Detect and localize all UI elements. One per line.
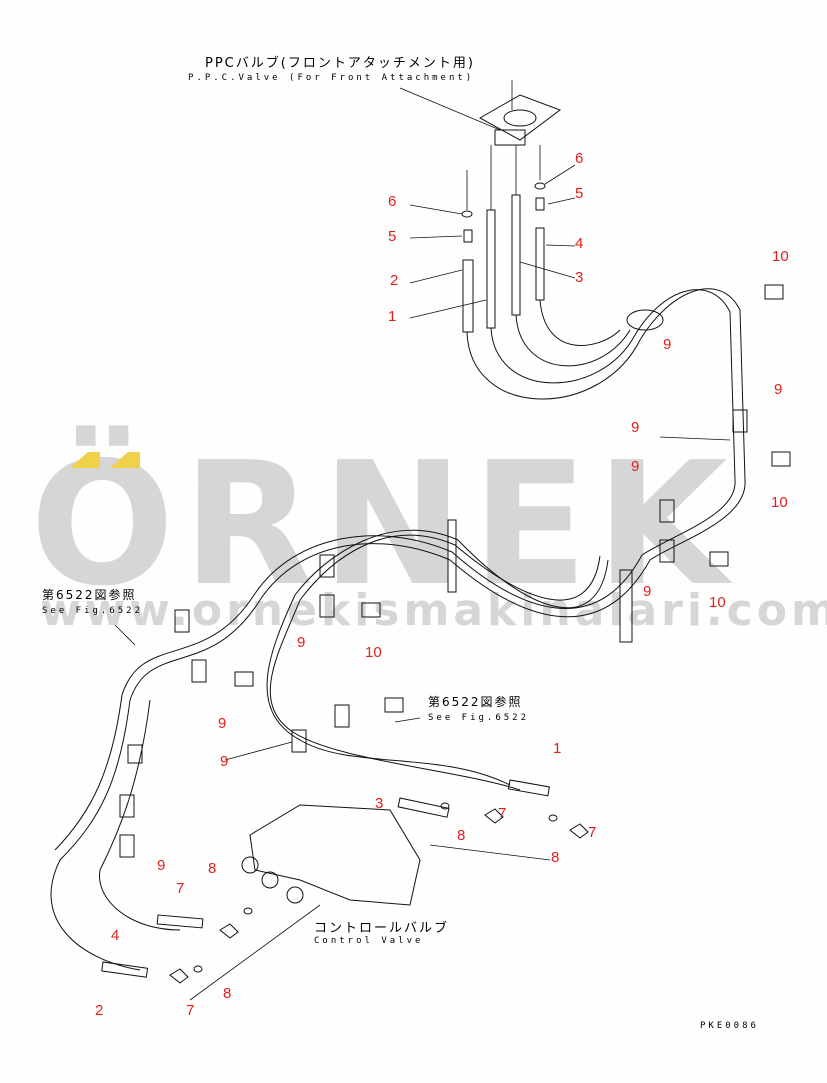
callout: 6 bbox=[388, 193, 396, 210]
control-valve bbox=[189, 804, 551, 1001]
callout: 4 bbox=[575, 235, 583, 252]
callout: 7 bbox=[176, 880, 184, 897]
callout: 9 bbox=[157, 857, 165, 874]
callout: 10 bbox=[365, 644, 382, 661]
callout: 3 bbox=[575, 269, 583, 286]
callout: 6 bbox=[575, 150, 583, 167]
callout: 4 bbox=[111, 927, 119, 944]
reference-jp: 第6522図参照 bbox=[42, 588, 137, 602]
bolts bbox=[127, 284, 791, 764]
callout: 9 bbox=[631, 458, 639, 475]
callout: 9 bbox=[643, 583, 651, 600]
callout: 8 bbox=[457, 827, 465, 844]
reference-en: See Fig.6522 bbox=[42, 606, 144, 616]
callout: 1 bbox=[553, 740, 561, 757]
callout: 2 bbox=[390, 272, 398, 289]
callout: 10 bbox=[771, 494, 788, 511]
callout: 3 bbox=[375, 795, 383, 812]
watermark-brand: ÖRNEK bbox=[30, 426, 736, 624]
callout-numbers: 6 5 2 1 6 5 4 3 10 9 9 9 9 10 9 10 10 9 … bbox=[95, 150, 789, 1019]
callout: 5 bbox=[388, 228, 396, 245]
callout: 9 bbox=[631, 419, 639, 436]
title-jp: PPCバルブ(フロントアタッチメント用) bbox=[205, 56, 475, 71]
callout: 8 bbox=[223, 985, 231, 1002]
leader-lines bbox=[114, 164, 731, 761]
callout: 9 bbox=[774, 381, 782, 398]
drawing-code: PKE0086 bbox=[700, 1021, 759, 1031]
callout: 8 bbox=[551, 849, 559, 866]
yellow-accent-marks bbox=[70, 452, 140, 468]
callout: 7 bbox=[498, 805, 506, 822]
callout: 1 bbox=[388, 308, 396, 325]
bottom-fittings bbox=[101, 779, 589, 984]
callout: 7 bbox=[588, 824, 596, 841]
callout: 10 bbox=[772, 248, 789, 265]
callout: 5 bbox=[575, 185, 583, 202]
title-en: P.P.C.Valve (For Front Attachment) bbox=[188, 73, 475, 83]
clamps bbox=[119, 409, 748, 858]
reference-en: See Fig.6522 bbox=[428, 713, 530, 723]
callout: 8 bbox=[208, 860, 216, 877]
callout: 9 bbox=[220, 753, 228, 770]
watermark-url: www.ornekismakinalari.com.tr bbox=[40, 585, 827, 636]
callout: 9 bbox=[218, 715, 226, 732]
ppc-valve bbox=[399, 80, 562, 146]
callout: 2 bbox=[95, 1002, 103, 1019]
control-valve-en: Control Valve bbox=[314, 936, 424, 946]
reference-jp: 第6522図参照 bbox=[428, 695, 523, 709]
callout: 9 bbox=[297, 634, 305, 651]
callout: 10 bbox=[709, 594, 726, 611]
control-valve-jp: コントロールバルブ bbox=[314, 921, 450, 936]
hose-fittings-top bbox=[461, 145, 546, 333]
hose-bundle bbox=[50, 288, 746, 971]
callout: 9 bbox=[663, 336, 671, 353]
callout: 7 bbox=[186, 1002, 194, 1019]
